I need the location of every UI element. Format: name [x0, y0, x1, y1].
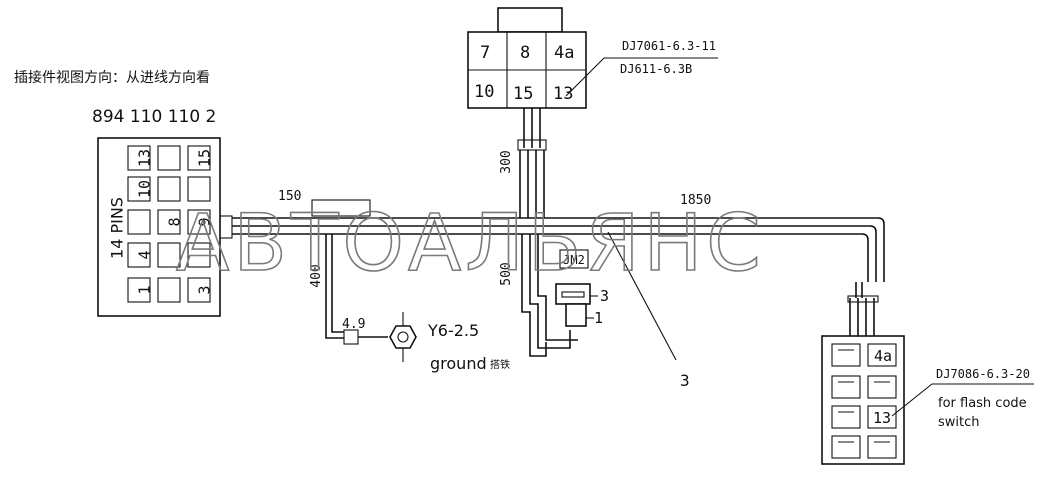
top-pin-13: 13 — [553, 84, 573, 104]
right-pin-13: 13 — [873, 409, 891, 427]
left-pin-4: 4 — [136, 250, 154, 259]
right-pin-4a: 4a — [874, 347, 892, 365]
left-pin-10: 10 — [136, 180, 154, 198]
top-connector: 7 8 4a 10 15 13 DJ7061-6.3-11 DJ611-6.3B — [467, 7, 718, 109]
ground-label-cn: 搭铁 — [490, 358, 510, 371]
top-branch — [517, 108, 578, 357]
jm2-callout-3: 3 — [600, 287, 609, 305]
top-pin-4a: 4a — [554, 43, 574, 63]
ground-branch — [325, 234, 417, 362]
left-pin-9: 9 — [196, 217, 214, 226]
right-connector: 4a 13 DJ7086-6.3-20 for flash code switc… — [821, 335, 1034, 465]
dim-400: 400 — [309, 264, 324, 287]
right-connector-part: DJ7086-6.3-20 — [936, 367, 1030, 381]
harness-callout: 3 — [680, 371, 690, 390]
top-connector-leader — [565, 57, 718, 97]
top-pin-8: 8 — [520, 43, 530, 63]
jm2-plug — [565, 303, 587, 327]
dim-1850: 1850 — [680, 193, 711, 208]
dim-500: 500 — [499, 262, 514, 285]
left-pin-8: 8 — [166, 217, 184, 226]
jm2-label-box — [559, 249, 589, 269]
top-pin-15: 15 — [513, 84, 533, 104]
right-connector-note-1: for flash code — [938, 396, 1027, 411]
left-pin-15: 15 — [196, 149, 214, 167]
watermark: АВТОАЛЬЯНС — [176, 199, 765, 289]
harness-sleeve — [311, 199, 371, 217]
top-connector-part-a: DJ7061-6.3-11 — [622, 39, 716, 53]
left-pin-1: 1 — [136, 285, 154, 294]
jm2-callout-1: 1 — [594, 309, 603, 327]
main-harness — [232, 199, 885, 336]
left-connector-tab — [219, 215, 233, 239]
left-pin-13: 13 — [136, 149, 154, 167]
ground-label: ground — [430, 354, 487, 373]
left-pin-3: 3 — [196, 285, 214, 294]
jm2-component: JM2 3 1 — [555, 249, 609, 327]
ground-terminal-type: Y6-2.5 — [427, 321, 479, 340]
harness-callout-leader — [607, 231, 677, 361]
left-connector-body — [97, 137, 221, 317]
view-direction-note: 插接件视图方向：从进线方向看 — [14, 69, 210, 86]
connector-part-number: 894 110 110 2 — [92, 107, 216, 127]
left-connector-pin-count: 14 PINS — [108, 197, 127, 259]
dim-300: 300 — [499, 150, 514, 173]
right-connector-note-2: switch — [938, 415, 980, 430]
right-connector-body — [821, 335, 905, 465]
top-connector-latch — [497, 7, 563, 33]
right-connector-leader — [891, 383, 1034, 417]
top-connector-part-b: DJ611-6.3B — [620, 62, 692, 76]
dim-150: 150 — [278, 189, 301, 204]
top-pin-10: 10 — [474, 82, 494, 102]
left-connector: 13 15 10 8 9 4 1 3 14 PINS — [97, 137, 233, 317]
jm2-label: JM2 — [563, 253, 585, 267]
left-connector-cells — [127, 145, 211, 303]
ground-ring-terminal — [389, 325, 417, 349]
dim-4-9: 4.9 — [342, 317, 365, 332]
top-pin-7: 7 — [480, 43, 490, 63]
